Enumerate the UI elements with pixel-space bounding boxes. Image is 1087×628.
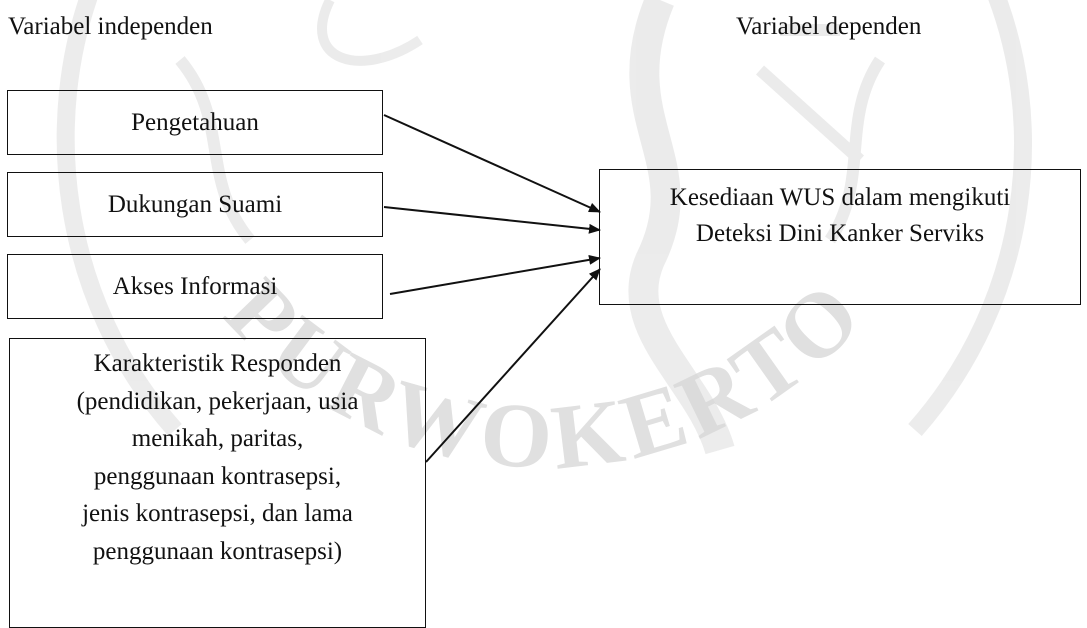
seal-ring-right: [908, 0, 1032, 436]
karakteristik-line: penggunaan kontrasepsi): [92, 537, 343, 565]
box-outcome: Kesediaan WUS dalam mengikuti Deteksi Di…: [599, 169, 1081, 305]
box-pengetahuan: Pengetahuan: [7, 90, 383, 155]
seal-ornament: [317, 0, 423, 66]
karakteristik-line: jenis kontrasepsi, dan lama: [82, 500, 353, 527]
box-pengetahuan-label: Pengetahuan: [131, 108, 259, 136]
outcome-line: Deteksi Dini Kanker Serviks: [695, 220, 985, 247]
box-dukungan-suami: Dukungan Suami: [7, 172, 383, 237]
seal-ring-left: [56, 0, 182, 436]
independent-variable-heading: Variabel independen: [8, 13, 213, 40]
outcome-line: Kesediaan WUS dalam mengikuti: [669, 184, 1011, 211]
box-akses-informasi-label: Akses Informasi: [112, 272, 278, 300]
karakteristik-line: menikah, paritas,: [131, 425, 304, 452]
karakteristik-line: penggunaan kontrasepsi,: [93, 462, 342, 490]
box-outcome-label: Kesediaan WUS dalam mengikuti Deteksi Di…: [670, 180, 1010, 252]
seal-leaf-shape: [628, 0, 735, 455]
box-akses-informasi: Akses Informasi: [7, 254, 383, 319]
box-karakteristik-label: Karakteristik Responden (pendidikan, pek…: [77, 345, 359, 570]
dependent-variable-heading: Variabel dependen: [736, 13, 922, 40]
karakteristik-line: (pendidikan, pekerjaan, usia: [76, 387, 359, 415]
box-dukungan-suami-label: Dukungan Suami: [107, 190, 283, 218]
karakteristik-line: Karakteristik Responden: [93, 350, 342, 377]
box-karakteristik-responden: Karakteristik Responden (pendidikan, pek…: [9, 338, 426, 628]
